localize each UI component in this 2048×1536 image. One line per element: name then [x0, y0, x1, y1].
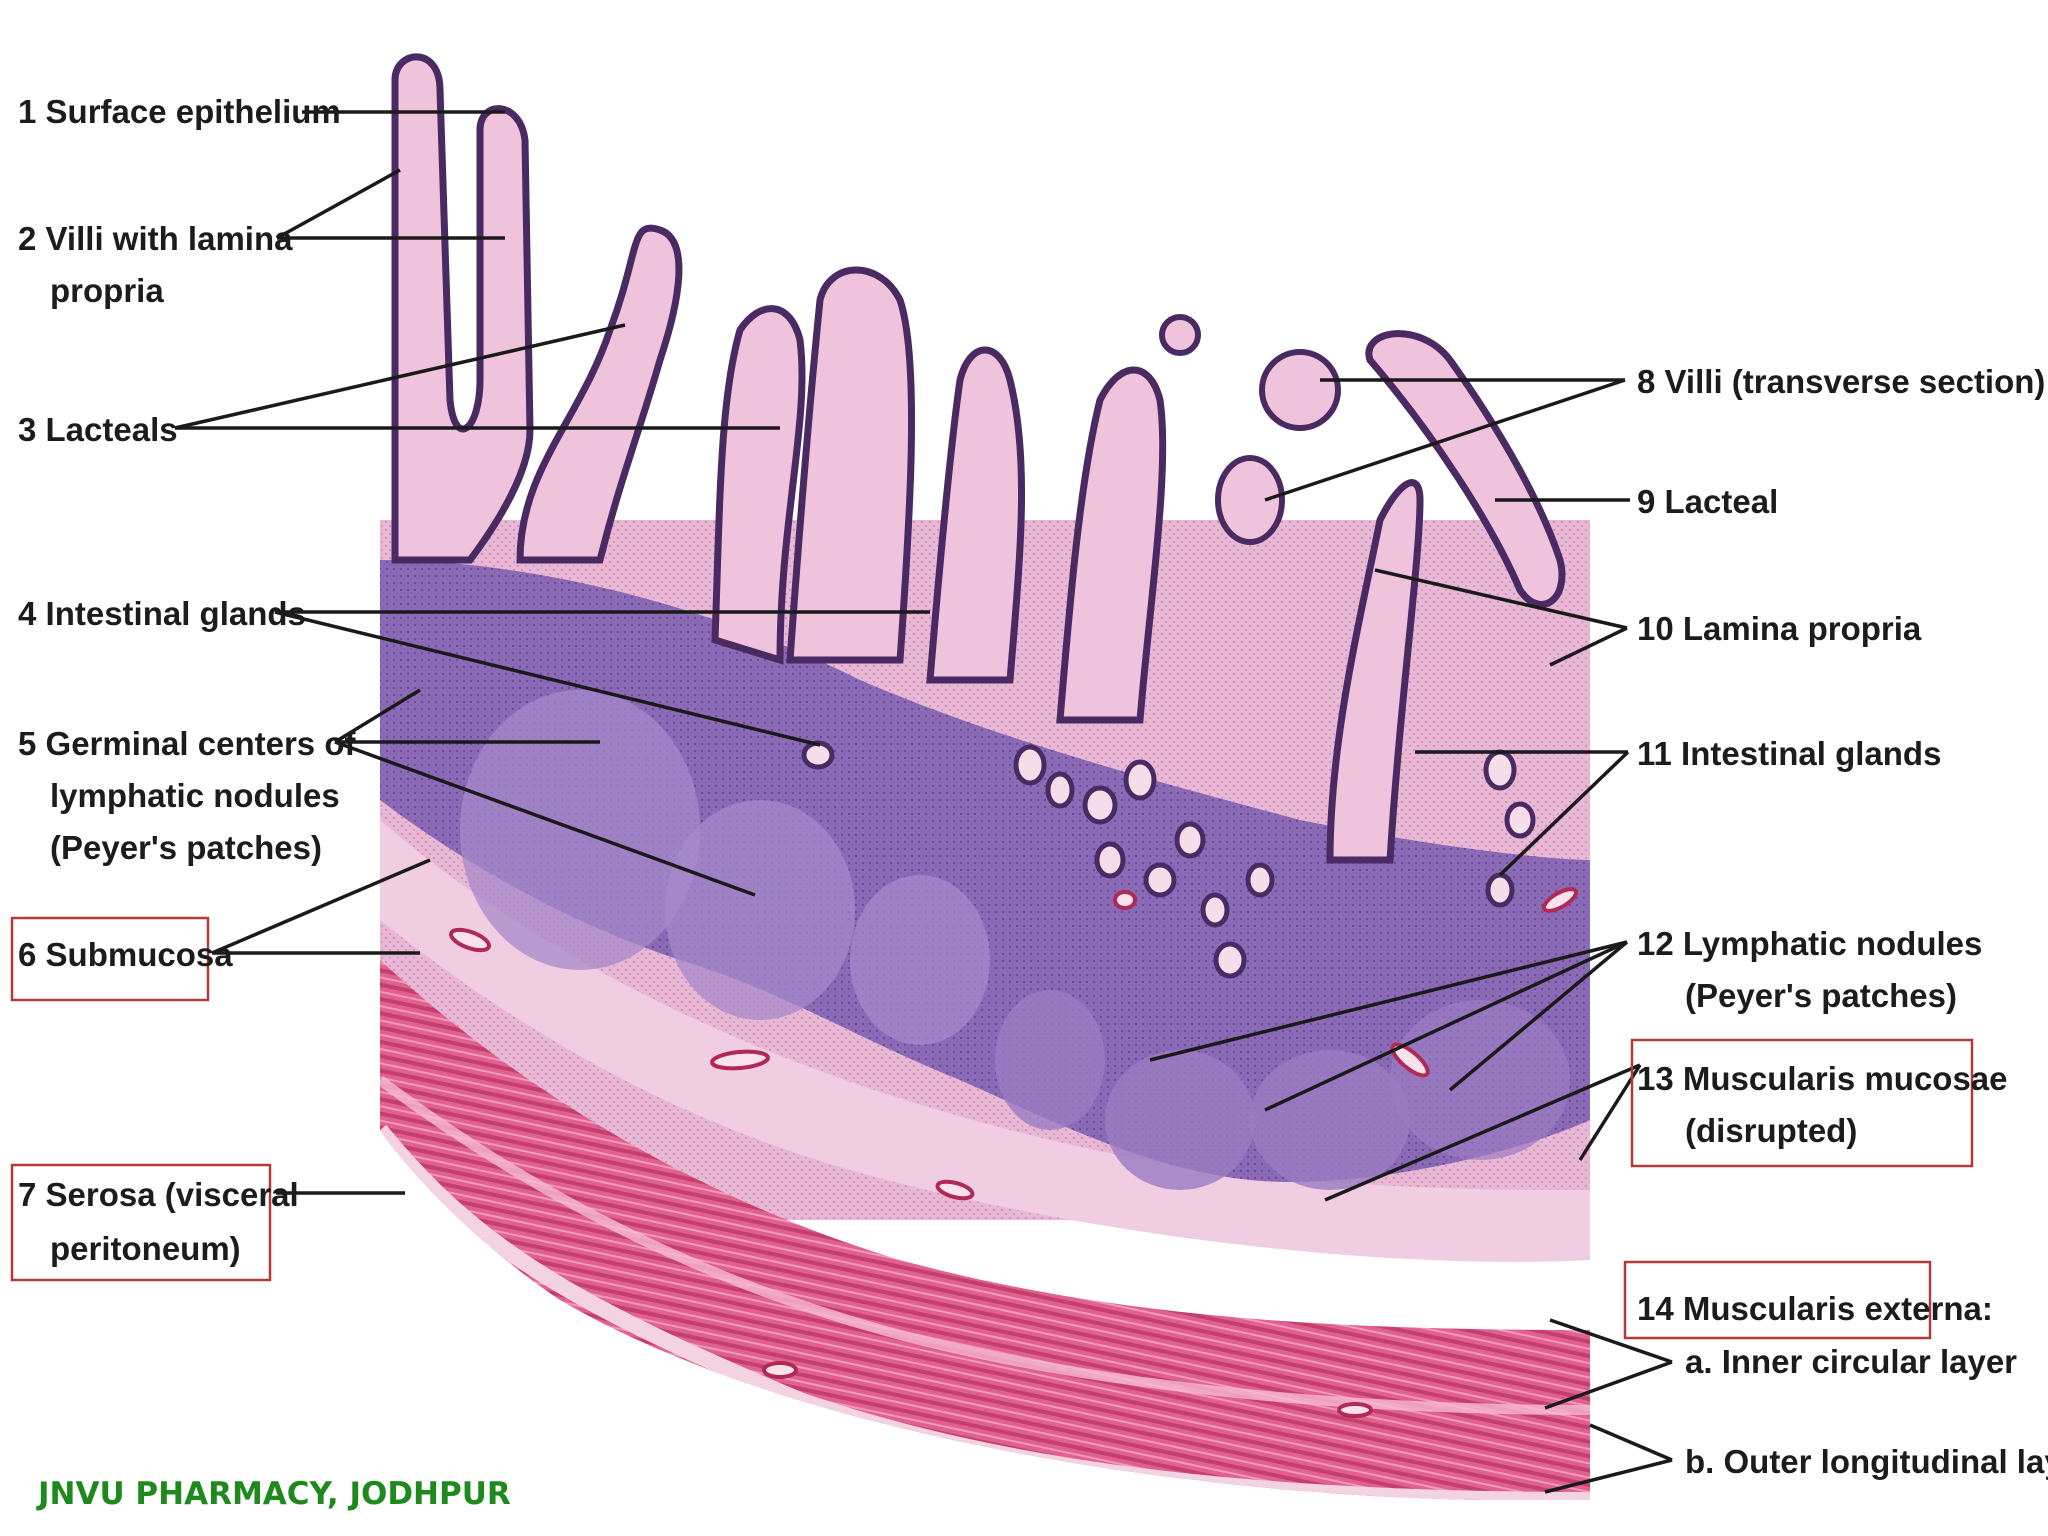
muscularis-externa-highlight-box	[1623, 1260, 1932, 1340]
label-submucosa: 6 Submucosa	[18, 936, 233, 973]
serosa-highlight-box	[10, 1163, 272, 1282]
label-intestinal-glands-left: 4 Intestinal glands	[18, 595, 306, 632]
label-surface-epithelium: 1 Surface epithelium	[18, 93, 341, 130]
label-inner-circular-layer: a. Inner circular layer	[1685, 1343, 2017, 1380]
label-lymphatic-nodules-line2: (Peyer's patches)	[1685, 977, 1957, 1014]
villi	[391, 53, 1566, 864]
label-muscularis-mucosae-line2: (disrupted)	[1685, 1112, 1857, 1149]
label-lacteals: 3 Lacteals	[18, 411, 178, 448]
label-germinal-centers: 5 Germinal centers of	[18, 725, 356, 762]
muscularis-mucosae-highlight-box	[1630, 1038, 1974, 1168]
label-muscularis-mucosae: 13 Muscularis mucosae	[1637, 1060, 2008, 1097]
label-muscularis-externa: 14 Muscularis externa:	[1637, 1290, 1993, 1327]
label-germinal-centers-line2: lymphatic nodules	[50, 777, 340, 814]
tissue-section	[380, 53, 1590, 1500]
label-serosa-line2: peritoneum)	[50, 1230, 241, 1267]
submucosa-highlight-box	[10, 916, 210, 1002]
label-serosa: 7 Serosa (visceral	[18, 1176, 299, 1213]
intestinal-gland-sections	[801, 740, 1536, 979]
label-lacteal: 9 Lacteal	[1637, 483, 1778, 520]
label-lamina-propria: 10 Lamina propria	[1637, 610, 1922, 647]
leader-lines	[174, 110, 1673, 1494]
label-villi-transverse: 8 Villi (transverse section)	[1637, 363, 2045, 400]
label-villi-lamina-propria: 2 Villi with lamina	[18, 220, 293, 257]
label-intestinal-glands-right: 11 Intestinal glands	[1637, 735, 1941, 772]
blood-vessels	[449, 887, 1578, 1418]
label-villi-lamina-propria-cont: propria	[50, 272, 164, 309]
label-outer-longitudinal-layer: b. Outer longitudinal layer	[1685, 1443, 2048, 1480]
footer-credit: JNVU PHARMACY, JODHPUR	[36, 1476, 511, 1512]
label-lymphatic-nodules: 12 Lymphatic nodules	[1637, 925, 1982, 962]
submucosa-band	[380, 820, 1590, 1262]
label-germinal-centers-line3: (Peyer's patches)	[50, 829, 322, 866]
villi-transverse	[1159, 314, 1341, 545]
